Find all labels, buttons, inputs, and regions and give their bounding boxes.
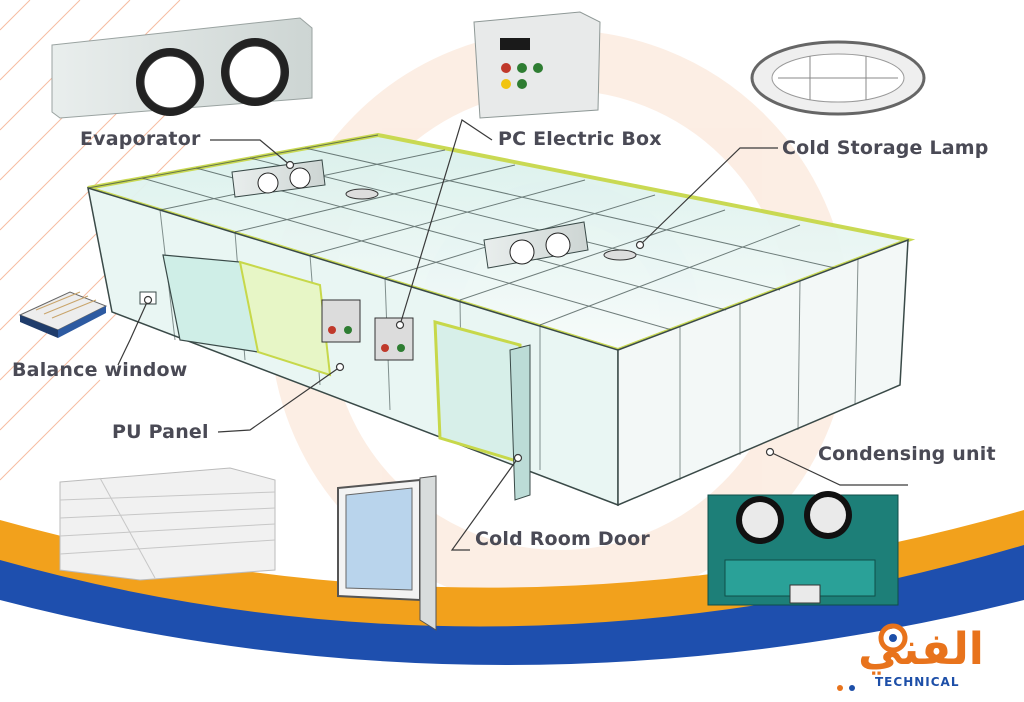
label-pc-electric-box: PC Electric Box <box>498 128 662 150</box>
pu-panel-image <box>59 467 276 581</box>
label-evaporator: Evaporator <box>80 128 201 150</box>
label-cold-room-door: Cold Room Door <box>475 528 650 550</box>
bottom-band <box>0 510 1024 702</box>
brand-logo-arabic: الفني <box>858 624 984 675</box>
evaporator-image <box>51 17 313 119</box>
cold-room-door-front <box>433 320 522 465</box>
brand-gear-icon <box>837 623 908 691</box>
cold-storage-lamp-image <box>750 40 926 116</box>
lamp-in-room <box>345 188 379 200</box>
balance-window-image <box>18 291 108 338</box>
label-pu-panel: PU Panel <box>112 421 209 443</box>
brand-logo-latin: TECHNICAL <box>875 675 960 689</box>
condensing-unit-image <box>707 491 899 606</box>
label-balance-window: Balance window <box>12 359 188 381</box>
cold-room-right-wall <box>617 238 909 507</box>
label-cold-storage-lamp: Cold Storage Lamp <box>782 137 989 159</box>
evaporator-unit-in-room <box>231 159 326 198</box>
electric-box-image <box>473 11 601 119</box>
label-condensing-unit: Condensing unit <box>818 443 996 465</box>
lamp-in-room-2 <box>603 249 637 261</box>
leader-dots <box>143 160 775 463</box>
electric-box-in-room <box>321 299 414 361</box>
evaporator-unit-in-room-2 <box>483 221 589 269</box>
cold-room-door-image <box>337 475 437 631</box>
leader-lines <box>117 119 908 551</box>
